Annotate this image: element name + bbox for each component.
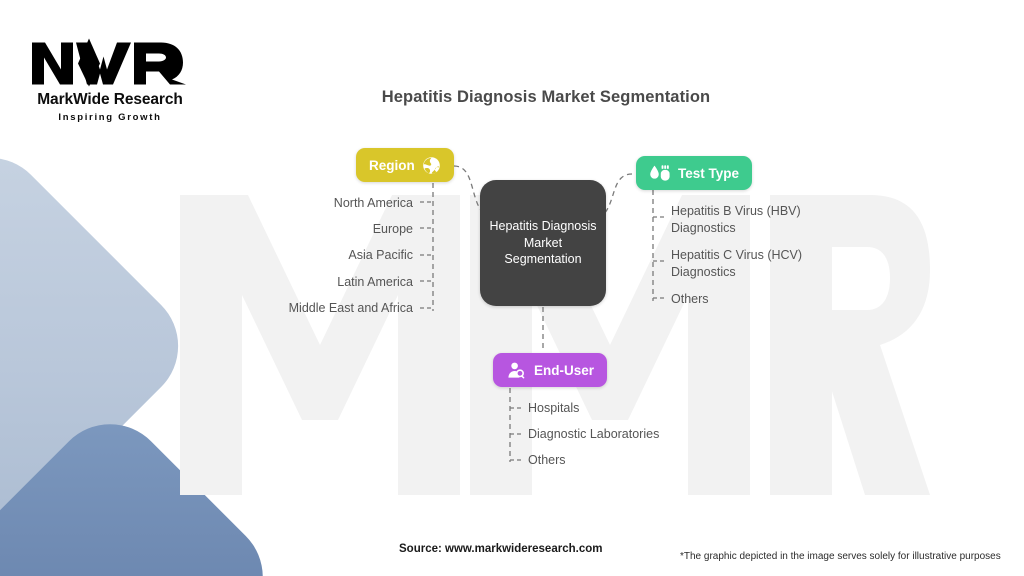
branch-badge-test-type[interactable]: Test Type xyxy=(636,156,753,190)
leaf-region-1: Europe xyxy=(372,222,413,236)
leaf-test-type-0: Hepatitis B Virus (HBV) Diagnostics xyxy=(671,204,801,235)
leaf-region-3: Latin America xyxy=(337,275,413,289)
branch-label-test-type: Test Type xyxy=(678,165,740,181)
page-title: Hepatitis Diagnosis Market Segmentation xyxy=(0,88,1024,107)
leaf-end-user-2: Others xyxy=(528,453,566,467)
leaf-end-user-0: Hospitals xyxy=(528,401,580,415)
branch-badge-end-user[interactable]: End-User xyxy=(493,353,608,387)
leaf-test-type-2: Others xyxy=(671,292,709,306)
footer-source: Source: www.markwideresearch.com xyxy=(399,543,603,555)
globe-icon xyxy=(422,156,441,175)
branch-label-end-user: End-User xyxy=(534,362,595,378)
leaf-test-type-1: Hepatitis C Virus (HCV) Diagnostics xyxy=(671,248,803,279)
leaf-region-4: Middle East and Africa xyxy=(288,301,413,315)
blood-drop-test-tube-icon xyxy=(649,164,671,183)
connector-testtype-to-center xyxy=(603,173,633,215)
branch-label-region: Region xyxy=(369,157,415,173)
connector-region-to-center xyxy=(453,165,483,213)
ticks-testtype xyxy=(653,216,666,299)
leaf-region-2: Asia Pacific xyxy=(348,248,413,262)
center-node[interactable]: Hepatitis Diagnosis Market Segmentation xyxy=(480,180,606,306)
brand-name: MarkWide Research xyxy=(37,91,183,108)
ticks-enduser xyxy=(510,407,523,461)
page-title-text: Hepatitis Diagnosis Market Segmentation xyxy=(381,88,711,106)
ticks-region xyxy=(420,201,433,309)
leaf-end-user-1: Diagnostic Laboratories xyxy=(528,427,660,441)
brand-logo: MarkWide Research Inspiring Growth xyxy=(24,34,196,123)
branch-badge-region[interactable]: Region xyxy=(356,148,454,182)
brand-tagline: Inspiring Growth xyxy=(58,112,162,123)
user-search-icon xyxy=(506,361,527,380)
mwr-monogram-icon xyxy=(32,38,186,87)
center-node-label: Hepatitis Diagnosis Market Segmentation xyxy=(489,219,597,267)
footer-disclaimer: *The graphic depicted in the image serve… xyxy=(680,551,1001,562)
leaf-region-0: North America xyxy=(333,196,413,210)
